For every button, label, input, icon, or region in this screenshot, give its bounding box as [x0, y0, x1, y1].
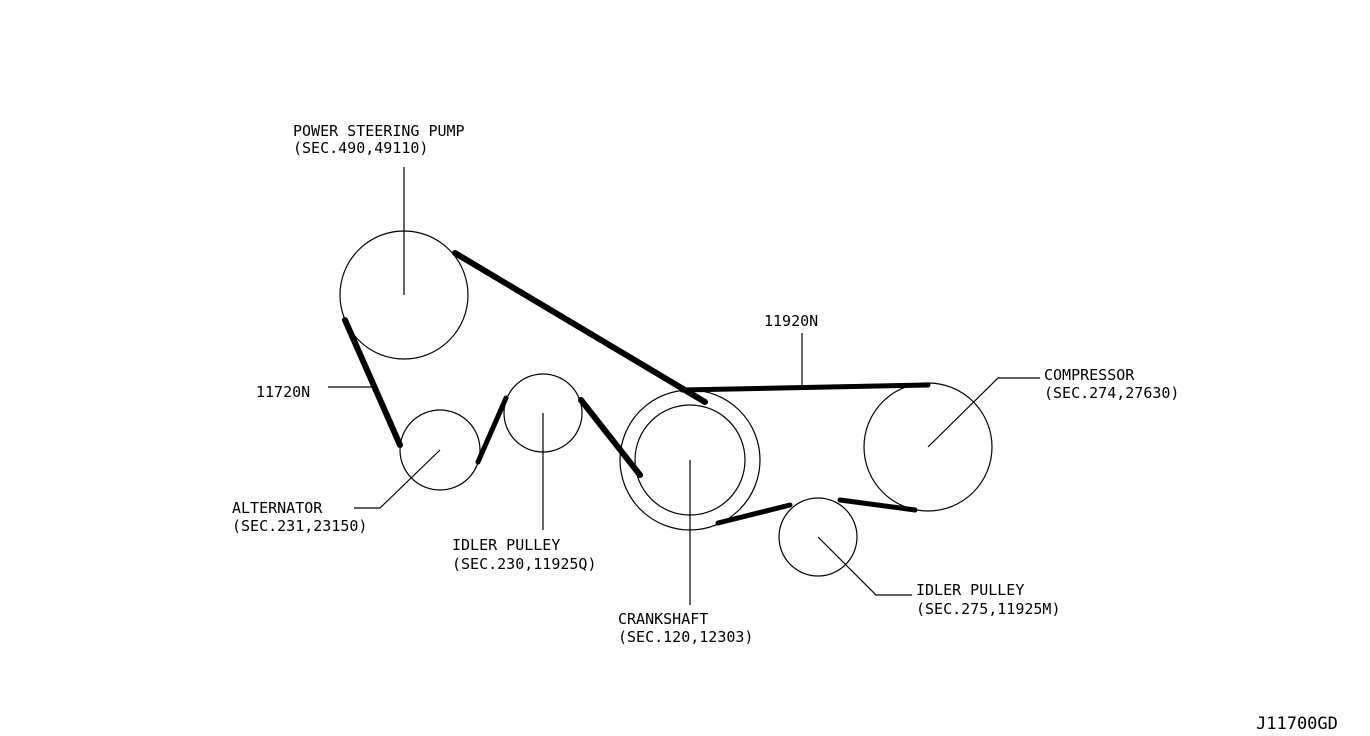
leader-alternator [354, 449, 441, 509]
figure-code: J11700GD [1256, 714, 1338, 734]
compressor-section: (SEC.274,27630) [1044, 384, 1179, 402]
leader-idler-lower [817, 536, 912, 596]
alternator-label: ALTERNATOR [232, 499, 323, 517]
leader-compressor [927, 377, 1040, 448]
power-steering-pump-section: (SEC.490,49110) [293, 139, 428, 157]
alternator-pulley [399, 409, 481, 491]
idler-pulley-upper-label: IDLER PULLEY [452, 536, 560, 554]
crankshaft-section: (SEC.120,12303) [618, 628, 753, 646]
belt-11720n-label: 11720N [256, 383, 310, 401]
idler-pulley-lower-label: IDLER PULLEY [916, 581, 1024, 599]
idler-pulley-lower-section: (SEC.275,11925M) [916, 600, 1061, 618]
belt-11720n [342, 250, 708, 478]
belt-11920n [679, 382, 931, 526]
power-steering-pump-label: POWER STEERING PUMP [293, 122, 465, 140]
crankshaft-label: CRANKSHAFT [618, 610, 708, 628]
idler-pulley-upper-section: (SEC.230,11925Q) [452, 555, 597, 573]
alternator-section: (SEC.231,23150) [232, 517, 367, 535]
belt-11920n-label: 11920N [764, 312, 818, 330]
compressor-label: COMPRESSOR [1044, 366, 1135, 384]
idler-pulley-lower [778, 497, 858, 577]
